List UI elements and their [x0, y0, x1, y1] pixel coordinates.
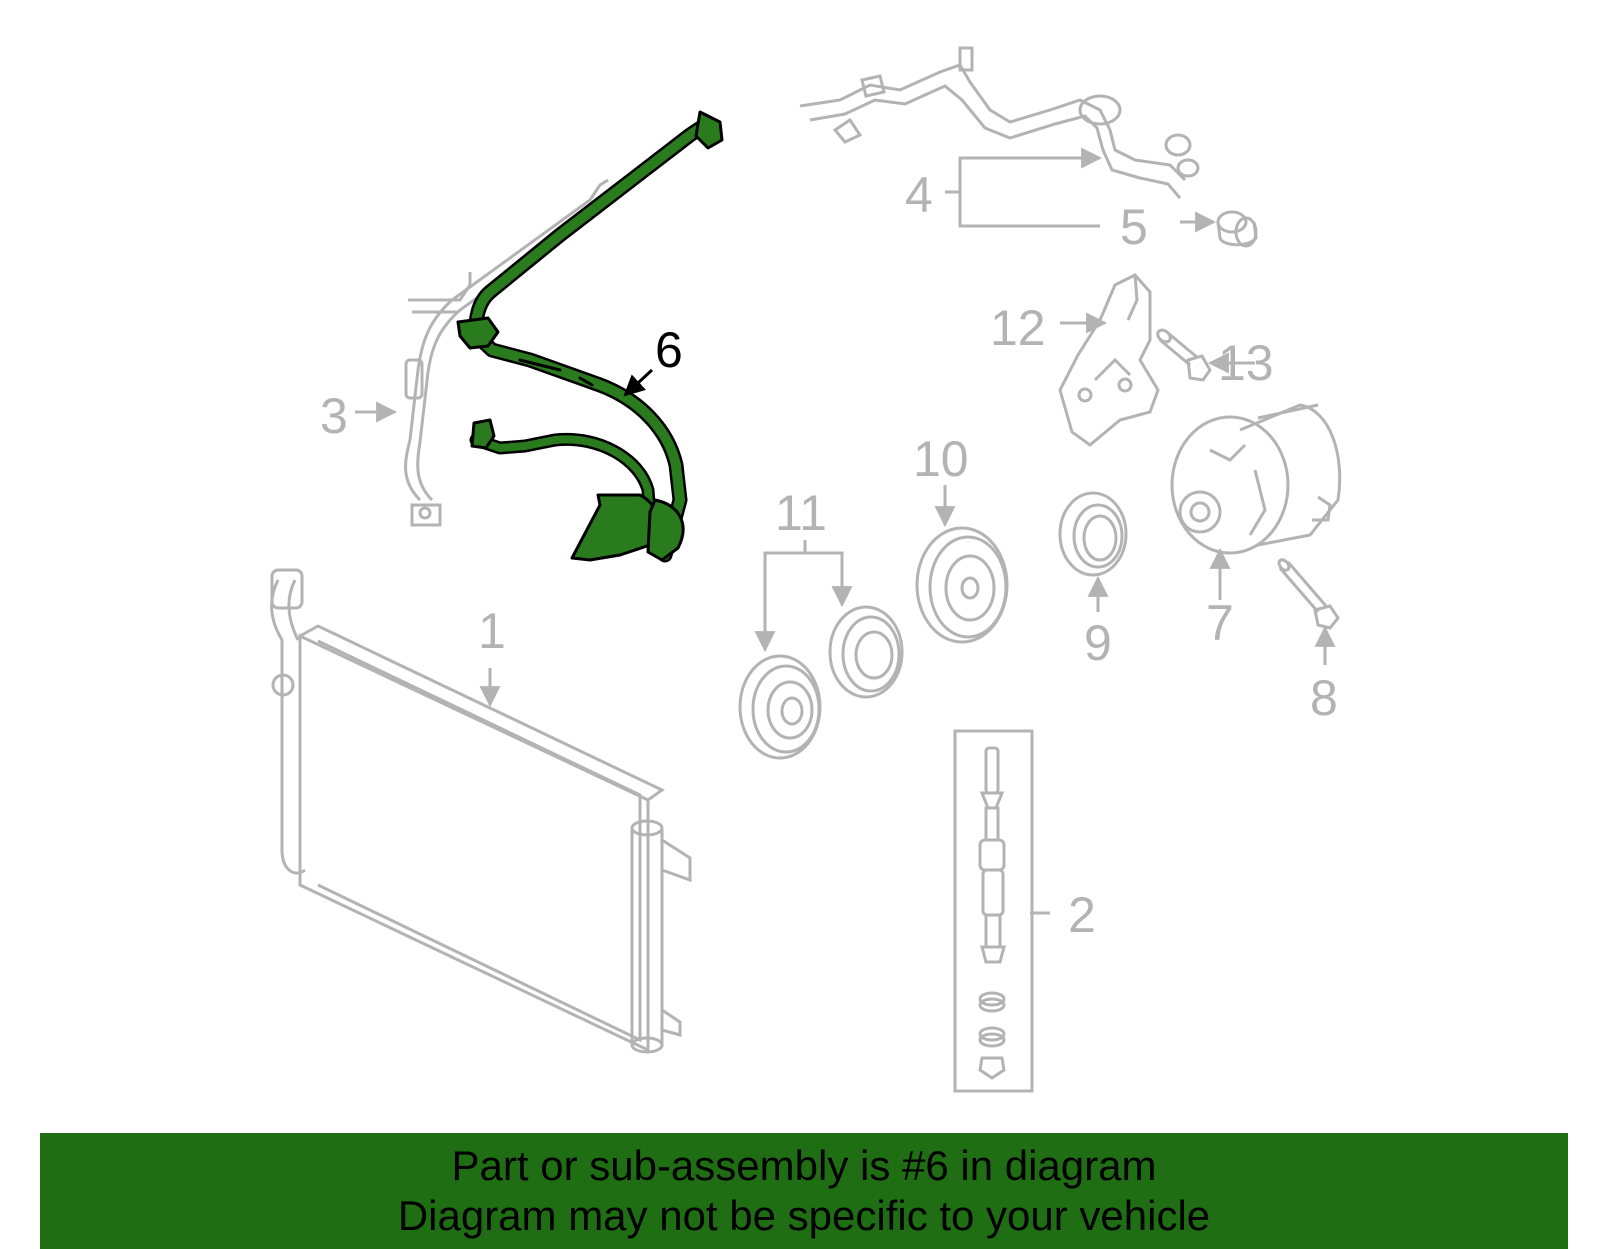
compressor-part-7[interactable]: [1170, 403, 1342, 555]
hose-assembly-part-6[interactable]: [456, 110, 724, 563]
callout-13: 13: [1218, 335, 1274, 391]
bracket-part-12[interactable]: [1058, 273, 1160, 447]
callout-12: 12: [990, 300, 1046, 356]
leader-lines: [355, 147, 1336, 915]
callout-11: 11: [775, 485, 827, 541]
callout-5: 5: [1120, 199, 1148, 255]
long-bolt-part-8[interactable]: [1277, 558, 1340, 630]
callout-4: 4: [905, 167, 933, 223]
banner-line-disclaimer: Diagram may not be specific to your vehi…: [397, 1192, 1211, 1239]
callout-3: 3: [320, 388, 348, 444]
banner-line-part-number: Part or sub-assembly is #6 in diagram: [451, 1142, 1157, 1189]
callout-10: 10: [913, 431, 969, 487]
manifold-line-part-4[interactable]: [799, 46, 1200, 199]
bolt-part-13[interactable]: [1155, 328, 1212, 382]
clutch-part-11[interactable]: [738, 605, 904, 760]
callout-2: 2: [1068, 887, 1096, 943]
callout-7: 7: [1206, 595, 1234, 651]
plug-part-5[interactable]: [1216, 210, 1258, 248]
liquid-line-part-3[interactable]: [404, 178, 609, 527]
pulley-part-10[interactable]: [915, 526, 1009, 644]
callout-9: 9: [1084, 615, 1112, 671]
callout-6: 6: [655, 322, 683, 378]
condenser-part-1[interactable]: [270, 568, 692, 1054]
callout-8: 8: [1310, 670, 1338, 726]
valve-kit-part-2[interactable]: [953, 729, 1034, 1093]
coil-part-9[interactable]: [1058, 491, 1128, 577]
info-banner: Part or sub-assembly is #6 in diagram Di…: [40, 1133, 1568, 1249]
callout-1: 1: [478, 603, 506, 659]
